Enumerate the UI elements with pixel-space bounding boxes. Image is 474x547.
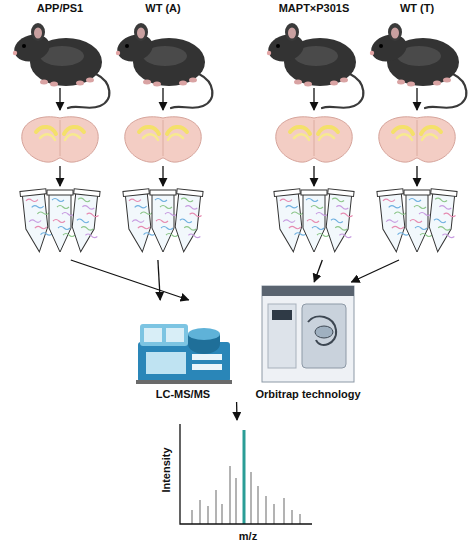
- instrument: Orbitrap technology: [246, 282, 370, 402]
- step-arrow: [313, 88, 314, 110]
- brain-slice: [379, 117, 455, 162]
- step-arrow: [416, 166, 417, 186]
- step-arrow: [162, 88, 163, 110]
- mouse-group: APP/PS1: [6, 2, 114, 260]
- spectrum-peak: [229, 466, 231, 524]
- flow-arrow: [236, 402, 238, 420]
- flow-arrow: [71, 260, 189, 300]
- flow-arrow: [314, 260, 322, 282]
- mouse-brain-tubes: [112, 2, 214, 260]
- brain-slice: [22, 117, 98, 162]
- mass-spectrum: [156, 420, 318, 544]
- flow-arrow: [158, 260, 160, 300]
- group-label: WT (T): [364, 2, 470, 15]
- sample-tubes: [377, 189, 459, 254]
- lcms-instrument: [126, 300, 240, 402]
- mouse-group: WT (A): [112, 2, 214, 260]
- mouse-brain-tubes: [6, 2, 114, 260]
- axis-label: Intensity: [160, 447, 173, 492]
- step-arrow: [416, 88, 417, 110]
- spectrum-peak: [265, 496, 267, 524]
- spectrum-plot: Intensity m/z: [156, 420, 318, 544]
- spectrum-peak: [243, 430, 246, 524]
- plot-axes: [180, 424, 312, 524]
- spectrum-peak: [299, 514, 301, 524]
- step-arrow: [59, 88, 60, 110]
- mouse-brain-tubes: [364, 2, 470, 260]
- brain-slice: [276, 117, 352, 162]
- sample-tubes: [274, 189, 356, 254]
- instrument: LC-MS/MS: [126, 300, 240, 402]
- group-label: APP/PS1: [6, 2, 114, 15]
- step-arrow: [59, 166, 60, 186]
- brain-slice: [125, 117, 201, 162]
- mouse-group: WT (T): [364, 2, 470, 260]
- spectrum-peak: [235, 478, 237, 524]
- spectrum-peak: [199, 500, 201, 524]
- sample-tubes: [123, 189, 205, 254]
- spectrum-peak: [291, 510, 293, 524]
- spectrum-peak: [221, 504, 223, 524]
- step-arrow: [313, 166, 314, 186]
- step-arrow: [162, 166, 163, 186]
- flow-arrow: [351, 260, 399, 282]
- group-label: WT (A): [112, 2, 214, 15]
- spectrum-peak: [207, 506, 209, 524]
- orbitrap-instrument: [246, 282, 370, 402]
- instrument-label: LC-MS/MS: [126, 388, 240, 401]
- spectrum-peak: [283, 498, 285, 524]
- mouse-group: MAPT×P301S: [262, 2, 366, 260]
- spectrum-peak: [215, 490, 217, 524]
- axis-label: m/z: [239, 530, 257, 543]
- instrument-label: Orbitrap technology: [246, 388, 370, 401]
- group-label: MAPT×P301S: [262, 2, 366, 15]
- sample-tubes: [20, 189, 102, 254]
- spectrum-peak: [257, 486, 259, 524]
- spectrum-peak: [191, 510, 193, 524]
- spectrum-peak: [250, 472, 252, 524]
- spectrum-peak: [273, 504, 275, 524]
- mouse-brain-tubes: [262, 2, 366, 260]
